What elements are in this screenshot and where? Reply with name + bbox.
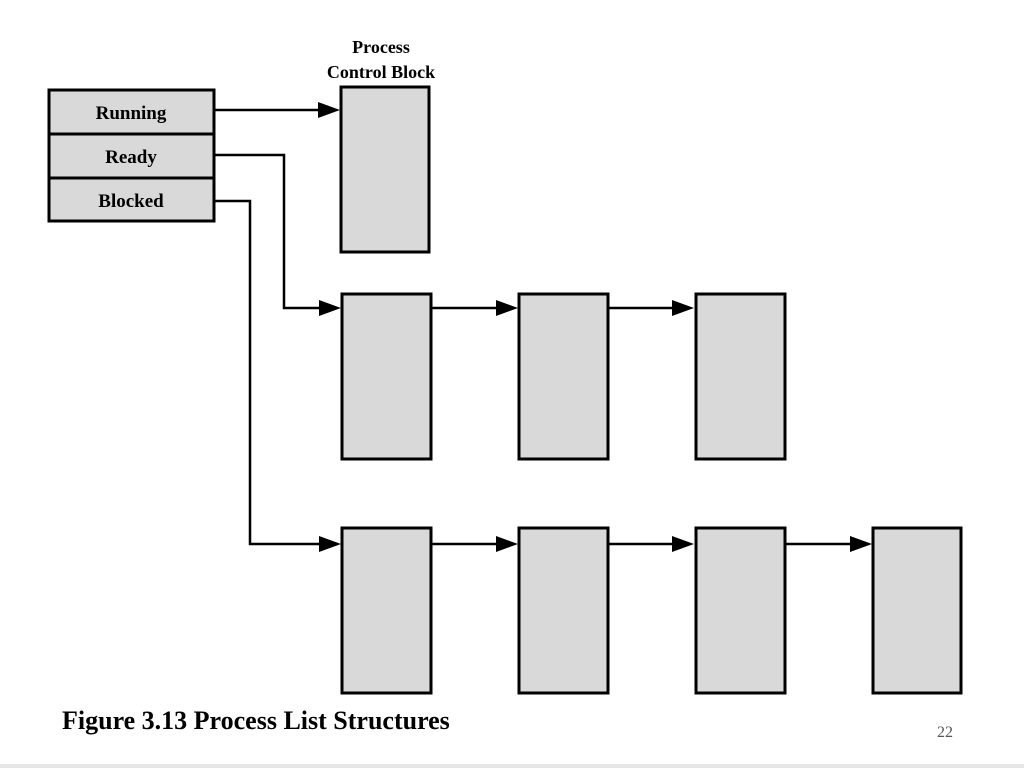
arrowhead [318, 102, 340, 118]
process-list-diagram: Process Control Block Running Ready Bloc… [47, 37, 963, 695]
arrowhead [319, 536, 341, 552]
pcb-title-line-2: Control Block [327, 62, 435, 82]
ready-pointer-line [214, 153, 322, 310]
header-label-ready: Ready [105, 147, 157, 168]
blocked-list [214, 199, 963, 695]
running-list [214, 85, 431, 254]
arrowhead [672, 300, 694, 316]
header-cell-blocked [47, 176, 216, 223]
ready-process-block-3 [694, 292, 787, 461]
blocked-pointer-line [214, 199, 322, 546]
arrowhead [850, 536, 872, 552]
list-header-table: Running Ready Blocked [47, 88, 216, 223]
arrowhead [672, 536, 694, 552]
header-label-blocked: Blocked [98, 191, 164, 212]
blocked-process-block-4 [871, 526, 963, 695]
pcb-title-line-1: Process [352, 37, 410, 57]
ready-process-block-1 [340, 292, 433, 461]
blocked-process-block-1 [340, 526, 433, 695]
header-label-running: Running [96, 103, 167, 124]
arrowhead [319, 300, 341, 316]
ready-list [214, 153, 787, 461]
blocked-process-block-2 [517, 526, 610, 695]
running-process-block [339, 85, 431, 254]
arrowhead [496, 536, 518, 552]
ready-process-block-2 [517, 292, 610, 461]
figure-caption: Figure 3.13 Process List Structures [62, 706, 450, 735]
blocked-process-block-3 [694, 526, 787, 695]
footer-rule [0, 764, 1024, 768]
arrowhead [496, 300, 518, 316]
page-number: 22 [937, 724, 953, 741]
